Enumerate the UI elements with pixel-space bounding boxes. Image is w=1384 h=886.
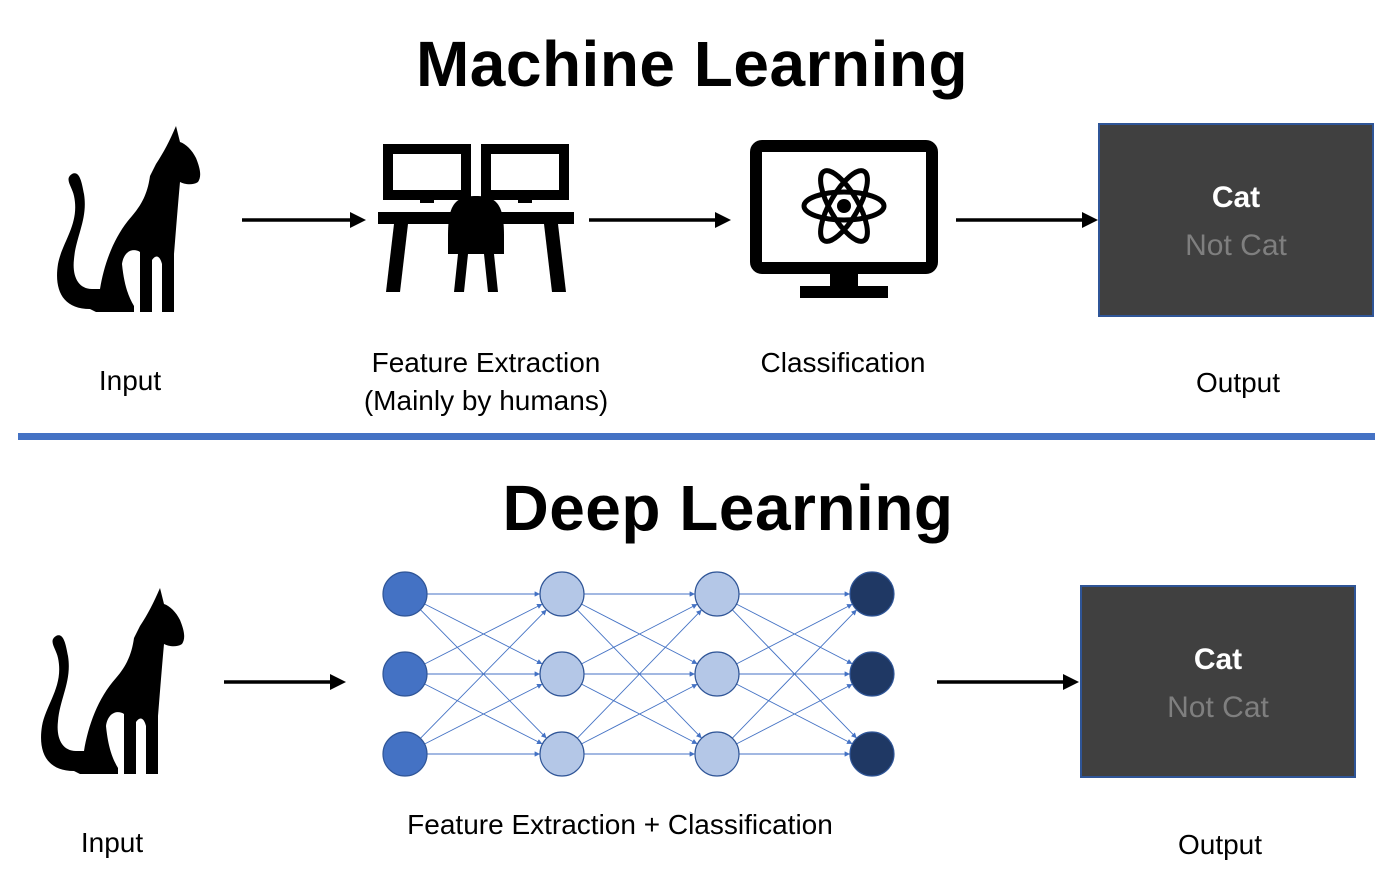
cat-icon [41,588,185,774]
network-node [382,651,428,697]
network-edge [424,683,543,745]
deep-learning-title: Deep Learning [502,472,954,544]
section-divider [18,433,1375,440]
dl-output-box: Cat Not Cat [1080,585,1356,778]
network-edge [581,603,698,665]
arrow-right-icon [937,674,1079,690]
network-node [539,651,585,697]
output-cat-label: Cat [1211,181,1261,214]
network-node [849,651,895,697]
network-edge [424,603,543,665]
network-node [539,571,585,617]
output-not-cat-label: Not Cat [1185,229,1287,262]
output-cat-label: Cat [1193,643,1243,676]
ml-classification-label: Classification [760,347,926,378]
network-node [694,651,740,697]
machine-learning-title: Machine Learning [415,28,969,100]
feature-label-line1: Feature Extraction [371,347,601,378]
people-at-computers-icon [378,144,574,292]
neural-network-diagram [382,571,895,777]
arrow-right-icon [242,212,366,228]
network-node [382,571,428,617]
feature-label-line2: (Mainly by humans) [363,385,609,416]
network-edge [736,683,853,745]
network-node [849,731,895,777]
network-edge [731,609,858,739]
network-node [382,731,428,777]
ml-feature-extraction-label: Feature Extraction (Mainly by humans) [330,344,642,420]
output-not-cat-label: Not Cat [1167,691,1269,724]
network-edge [576,609,703,739]
monitor-atom-icon [750,140,938,298]
network-edge [581,683,698,745]
arrow-right-icon [224,674,346,690]
dl-input-label: Input [80,827,144,858]
dl-network-label: Feature Extraction + Classification [407,809,833,840]
network-edge [736,603,853,665]
ml-input-label: Input [98,365,162,396]
network-node [694,731,740,777]
dl-output-label: Output [1177,829,1263,860]
network-node [539,731,585,777]
network-node [849,571,895,617]
ml-output-label: Output [1195,367,1281,398]
arrow-right-icon [589,212,731,228]
arrow-right-icon [956,212,1098,228]
cat-icon [57,126,201,312]
network-edge [420,609,547,739]
ml-output-box: Cat Not Cat [1098,123,1374,317]
network-node [694,571,740,617]
